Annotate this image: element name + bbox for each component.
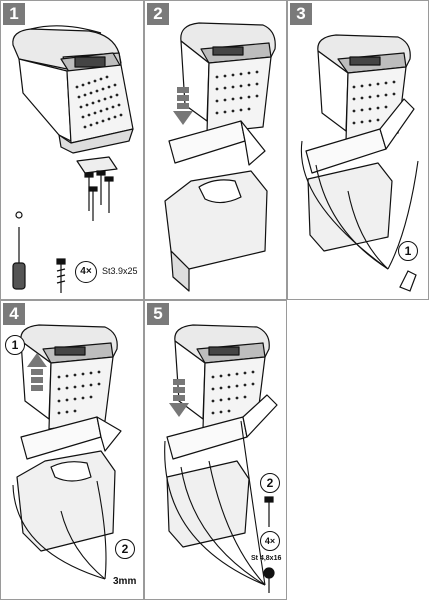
step-1-illustration (12, 25, 134, 293)
step-1-panel: 1 4× St3.9x25 (0, 0, 144, 300)
callout-circle-bottom: 2 (115, 539, 135, 559)
screwdriver-icon (12, 211, 26, 290)
screw-count-circle: 4× (260, 531, 280, 551)
drill-size-label: 3mm (113, 576, 137, 587)
perforation-dots (352, 80, 396, 125)
clip-lines (300, 140, 419, 270)
screw-lines (164, 420, 266, 586)
screw-count-circle: 4× (75, 261, 97, 283)
screw-spec-label: St3.9x25 (102, 266, 138, 276)
screw-icon (263, 496, 275, 593)
callout-circle: 1 (398, 241, 418, 261)
callout-circle: 2 (260, 473, 280, 493)
drill-lines (12, 480, 107, 580)
perforation-dots (57, 370, 101, 415)
step-3-illustration (300, 34, 419, 292)
step-number-badge: 5 (147, 303, 169, 325)
callout-circle-top: 1 (5, 335, 25, 355)
step-4-illustration (12, 324, 122, 580)
step-number-badge: 4 (3, 303, 25, 325)
screw-icon (56, 258, 66, 293)
perforation-dots (75, 75, 123, 129)
step-5-illustration (164, 324, 278, 593)
empty-cell (287, 300, 429, 600)
step-number-badge: 1 (3, 3, 25, 25)
step-2-illustration (164, 22, 276, 292)
perforation-dots (215, 70, 259, 115)
step-number-badge: 3 (290, 3, 312, 25)
arrow-up-icon (27, 353, 47, 391)
arrow-down-icon (173, 87, 193, 125)
step-4-panel: 4 1 2 3mm (0, 300, 144, 600)
step-3-panel: 3 1 (287, 0, 429, 300)
step-number-badge: 2 (147, 3, 169, 25)
step-5-panel: 5 2 4× St 4,8x16 (144, 300, 287, 600)
screw-spec-label: St 4,8x16 (251, 555, 282, 562)
hand-icon (399, 270, 417, 292)
arrow-down-icon (169, 379, 189, 417)
screws (84, 170, 114, 221)
step-2-panel: 2 (144, 0, 287, 300)
perforation-dots (211, 370, 255, 415)
